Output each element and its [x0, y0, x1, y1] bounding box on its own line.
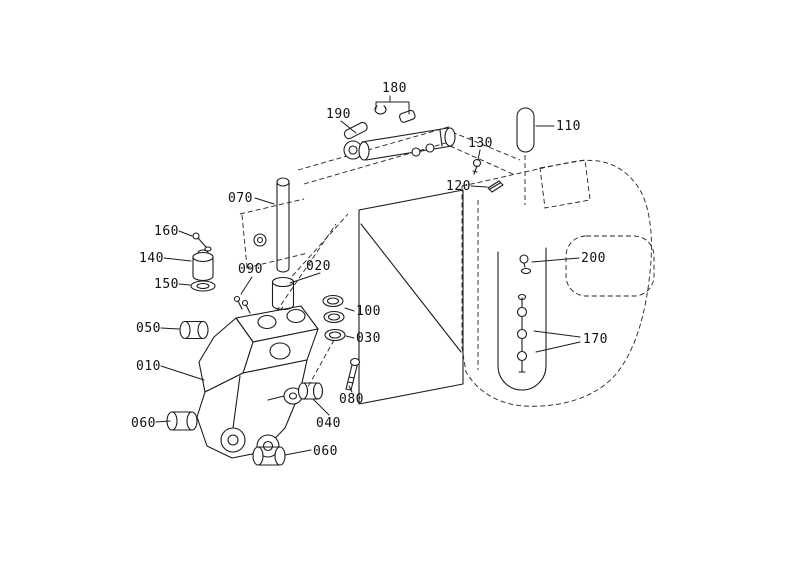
callout-labels: 180 190 110 130 120 070 160 140 200 090 …	[131, 81, 608, 459]
bushing-040	[297, 382, 324, 400]
bushing-050	[179, 320, 209, 340]
swivel-bracket-010	[196, 305, 319, 459]
callout-label-020: 020	[306, 259, 331, 274]
pin-clip-and-cap-180	[374, 105, 416, 123]
pin-110	[516, 107, 535, 153]
swing-post	[497, 247, 547, 391]
callout-label-180: 180	[382, 81, 407, 96]
mounting-panel	[358, 189, 464, 405]
callout-label-100: 100	[356, 304, 381, 319]
callout-label-190: 190	[326, 107, 351, 122]
callout-label-150: 150	[154, 277, 179, 292]
callout-label-160: 160	[154, 224, 179, 239]
screw-160	[192, 232, 212, 252]
link-pin-170	[516, 293, 528, 373]
cylinder-rod-070	[253, 177, 290, 273]
callout-label-080: 080	[339, 392, 364, 407]
cap-140	[192, 249, 214, 282]
ring-150	[190, 280, 216, 292]
bushing-060-left	[166, 411, 198, 431]
callout-label-130: 130	[468, 136, 493, 151]
callout-label-040: 040	[316, 416, 341, 431]
callout-label-070: 070	[228, 191, 253, 206]
callout-label-050: 050	[136, 321, 161, 336]
callout-label-110: 110	[556, 119, 581, 134]
hydraulic-cylinder	[343, 127, 456, 161]
callout-label-170: 170	[583, 332, 608, 347]
leader-lines	[155, 95, 581, 456]
shim-rings-030-100	[322, 294, 346, 342]
screws-090	[233, 295, 251, 314]
clip-120	[487, 180, 504, 193]
callout-label-060-front: 060	[313, 444, 338, 459]
callout-label-120: 120	[446, 179, 471, 194]
callout-label-200: 200	[581, 251, 606, 266]
callout-label-090: 090	[238, 262, 263, 277]
callout-label-060-left: 060	[131, 416, 156, 431]
bushing-060-front	[252, 446, 286, 466]
callout-label-140: 140	[139, 251, 164, 266]
callout-label-010: 010	[136, 359, 161, 374]
valve-parts-200	[519, 254, 532, 275]
screw-130	[472, 158, 482, 175]
callout-label-030: 030	[356, 331, 381, 346]
bushing-020	[271, 276, 295, 311]
bolt-080	[345, 357, 361, 391]
pivot-pin-190	[343, 121, 368, 140]
